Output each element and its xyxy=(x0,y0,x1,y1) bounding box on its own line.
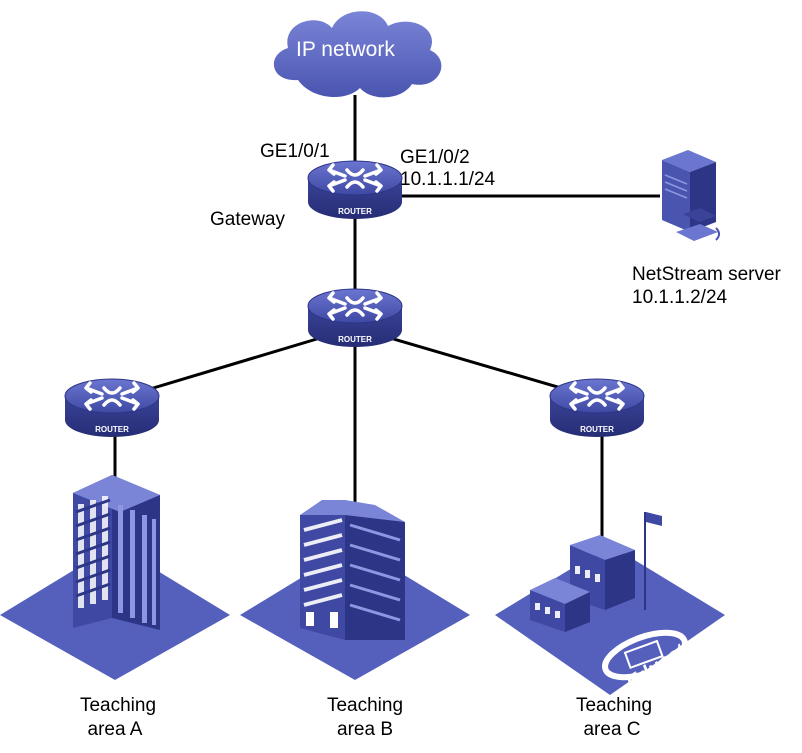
gateway-port-right-ip: 10.1.1.1/24 xyxy=(400,169,496,190)
teaching-area-c-campus xyxy=(495,512,725,695)
gateway-port-right-label: GE1/0/2 xyxy=(400,147,470,168)
gateway-label: Gateway xyxy=(210,209,285,230)
router-badge: ROUTER xyxy=(580,425,614,434)
teaching-area-b-building xyxy=(240,500,470,680)
ip-network-cloud xyxy=(273,11,442,98)
router-badge: ROUTER xyxy=(338,335,372,344)
area-c-label-line1: Teaching xyxy=(575,695,653,716)
cloud-label: IP network xyxy=(296,38,395,61)
area-a-label-line1: Teaching xyxy=(79,695,157,716)
netstream-server-icon xyxy=(662,150,720,241)
server-ip-label: 10.1.1.2/24 xyxy=(632,287,728,308)
area-b-label-line1: Teaching xyxy=(326,695,404,716)
area-a-label-line2: area A xyxy=(87,719,143,740)
router-badge: ROUTER xyxy=(338,207,372,216)
gateway-port-up-label: GE1/0/1 xyxy=(260,141,330,162)
link-core-router-c xyxy=(379,333,586,397)
links xyxy=(113,95,660,545)
teaching-area-a-building xyxy=(0,475,230,680)
server-name-label: NetStream server xyxy=(632,264,781,285)
area-b-label-line2: area B xyxy=(337,719,393,740)
area-c-label-line2: area C xyxy=(583,719,641,740)
link-core-router-a xyxy=(129,333,331,397)
router-badge: ROUTER xyxy=(95,425,129,434)
